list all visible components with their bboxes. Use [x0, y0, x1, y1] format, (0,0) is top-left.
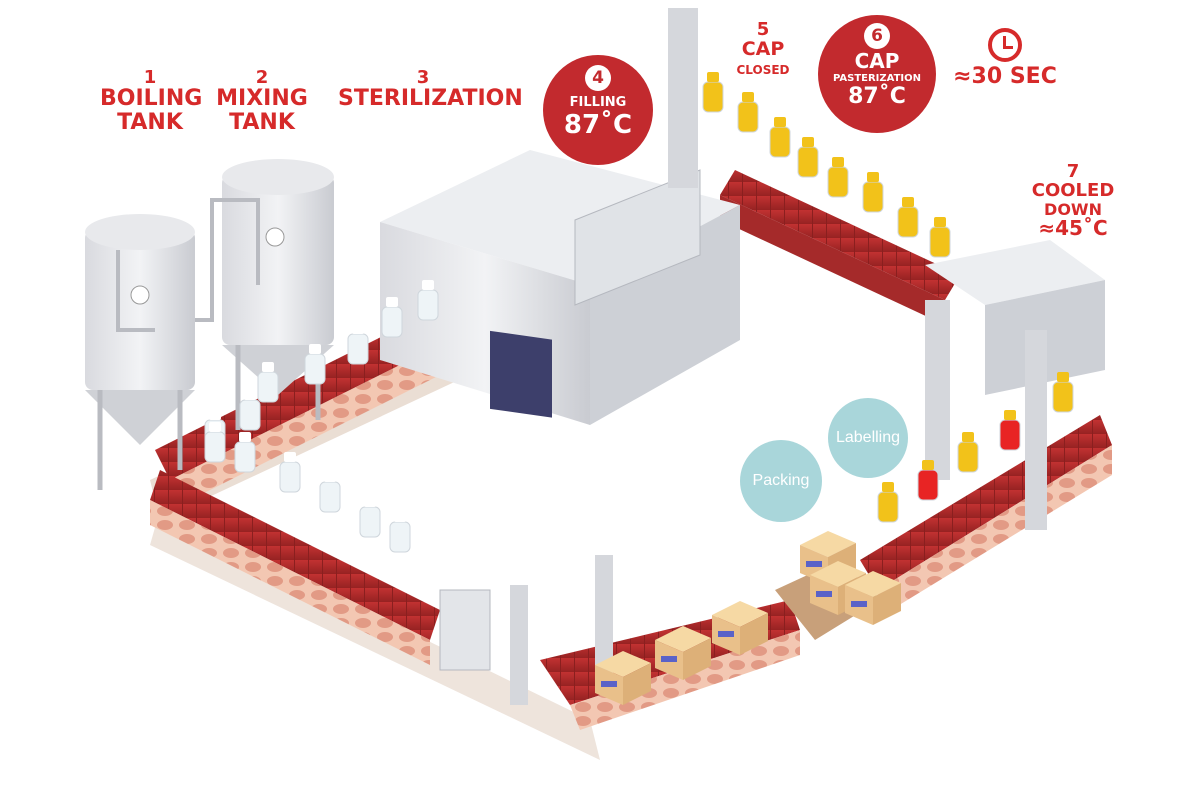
cardboard-box: [845, 571, 901, 625]
step-number: 5: [756, 19, 770, 40]
bottle: [257, 362, 279, 403]
step-subtitle: PASTERIZATION: [832, 73, 922, 84]
timer-text: ≈30 SEC: [953, 64, 1057, 90]
control-panel: [439, 589, 491, 671]
step-number: 1: [143, 67, 157, 88]
bottle: [862, 172, 884, 213]
labelling-arm-frame: [595, 555, 613, 675]
step-title: BOILING: [100, 86, 203, 112]
step-filling-badge: 4 FILLING 87˚C: [543, 55, 653, 165]
step-title: STERILIZATION: [338, 86, 523, 112]
clock-icon: [988, 28, 1022, 62]
step-number: 2: [255, 67, 269, 88]
conveyor-upper-right: [720, 170, 960, 325]
bottle: [347, 324, 369, 365]
step-number: 3: [416, 67, 430, 88]
bottle: [389, 512, 411, 553]
bottle: [204, 422, 226, 463]
bottle: [917, 460, 939, 501]
cooling-tunnel: [925, 240, 1105, 530]
bottle: [797, 137, 819, 178]
step-temperature: ≈45˚C: [1038, 216, 1108, 241]
step-cooled-down: 7 COOLED DOWN ≈45˚C: [1018, 162, 1128, 240]
bottle: [702, 72, 724, 113]
step-subtitle: CLOSED: [736, 62, 790, 77]
bottle: [957, 432, 979, 473]
bottle: [769, 117, 791, 158]
clear-bottles: [204, 280, 439, 553]
step-cap-closed: 5 CAP CLOSED: [728, 20, 798, 77]
cardboard-boxes: [595, 531, 901, 705]
mixing-tank: [195, 159, 334, 430]
bottle: [239, 390, 261, 431]
bottle: [359, 497, 381, 538]
conveyor-lower-left: [150, 470, 440, 665]
step-mixing-tank: 2 MIXING TANK: [212, 68, 312, 135]
step-temperature: 87˚C: [848, 84, 906, 109]
bottle: [929, 217, 951, 258]
bottle: [1052, 372, 1074, 413]
bottle: [999, 410, 1021, 451]
step-cap-pasterization-badge: 6 CAP PASTERIZATION 87˚C: [818, 15, 936, 133]
labelling-label: Labelling: [835, 429, 901, 446]
bottle: [381, 297, 403, 338]
cardboard-box: [712, 601, 768, 655]
boiling-tank: [85, 214, 195, 490]
bottle: [319, 472, 341, 513]
cardboard-box: [655, 626, 711, 680]
bottle: [304, 344, 326, 385]
labelling-station-badge: Labelling: [828, 398, 908, 478]
step-number: 4: [585, 65, 611, 91]
step-sterilization: 3 STERILIZATION: [338, 67, 523, 111]
step-title: MIXING: [216, 86, 308, 112]
bottle: [234, 432, 256, 473]
step-number: 6: [864, 23, 890, 49]
bottle: [877, 482, 899, 523]
step-title: CAP: [854, 49, 900, 73]
cardboard-box: [595, 651, 651, 705]
step-title: COOLED: [1031, 180, 1115, 202]
packing-station-badge: Packing: [740, 440, 822, 522]
capper-column: [668, 8, 698, 188]
step-subtitle: TANK: [229, 110, 295, 136]
step-title: CAP: [741, 38, 785, 61]
bottle: [897, 197, 919, 238]
packing-label: Packing: [752, 472, 810, 489]
bottle: [737, 92, 759, 133]
step-number: 7: [1066, 161, 1080, 182]
step-subtitle: DOWN: [1044, 199, 1102, 219]
step-boiling-tank: 1 BOILING TANK: [100, 67, 203, 136]
bottle: [827, 157, 849, 198]
labelling-arm-frame-2: [510, 585, 528, 705]
bottle: [279, 452, 301, 493]
conveyor-right: [860, 415, 1112, 618]
filling-machine: [380, 150, 740, 425]
step-title: FILLING: [569, 95, 627, 110]
step-subtitle: TANK: [117, 110, 183, 136]
juice-bottles: [702, 72, 1074, 523]
timer: ≈30 SEC: [950, 28, 1060, 89]
step-temperature: 87˚C: [563, 110, 633, 140]
bottle: [417, 280, 439, 321]
